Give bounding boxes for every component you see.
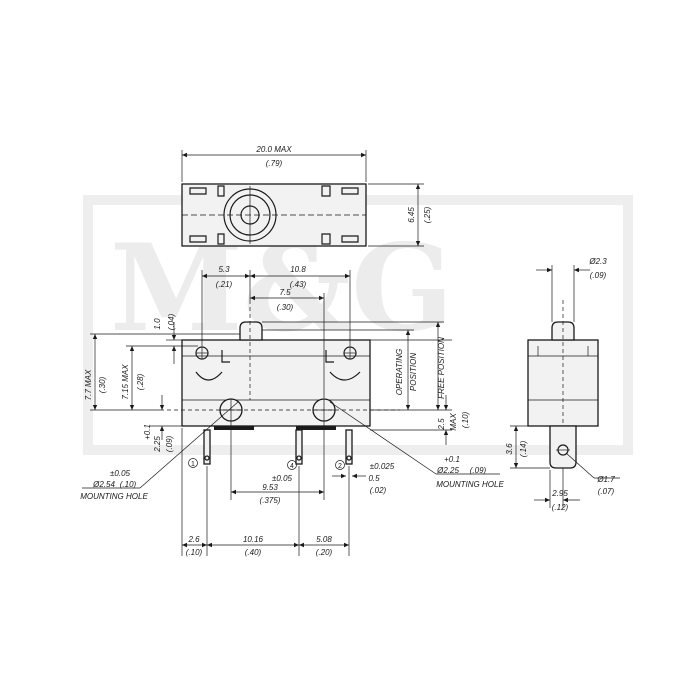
dim-2-6: 2.6 <box>187 535 200 544</box>
dim-10-8-in: (.43) <box>290 280 307 289</box>
dim-1-0-in: (.04) <box>167 313 176 330</box>
side-view-body <box>527 339 599 427</box>
dim-10-8: 10.8 <box>290 265 306 274</box>
tol-005-mid: ±0.05 <box>272 474 293 483</box>
dim-2-25-hole: Ø2.25 <box>436 466 459 475</box>
dim-1-7: Ø1.7 <box>596 475 615 484</box>
dim-2-25-hole-in: (.09) <box>470 466 487 475</box>
side-terminal-tab <box>549 425 577 469</box>
dim-9-53: 9.53 <box>262 483 278 492</box>
dim-1-0: 1.0 <box>153 318 162 330</box>
dim-7-7: 7.7 MAX <box>84 369 93 400</box>
dim-3-6: 3.6 <box>505 443 514 455</box>
operating-position-label-2: POSITION <box>409 353 418 391</box>
dim-5-3: 5.3 <box>218 265 230 274</box>
dim-0-5: 0.5 <box>368 474 380 483</box>
dim-depth-in: (.25) <box>423 206 432 223</box>
dim-2-6-in: (.10) <box>186 548 203 557</box>
dim-7-5: 7.5 <box>279 288 291 297</box>
dim-width-in: (.79) <box>266 159 283 168</box>
dim-width: 20.0 MAX <box>255 145 292 154</box>
front-view: 1 4 2 5.3 (.21) 10.8 (.43) 7.5 (.30) 1.0… <box>80 265 504 557</box>
dim-7-15: 7.15 MAX <box>121 364 130 400</box>
pin-label-4: 4 <box>290 463 294 470</box>
top-view: 20.0 MAX (.79) 6.45 (.25) <box>181 145 432 247</box>
dim-7-15-in: (.28) <box>136 373 145 390</box>
dim-7-5-in: (.30) <box>277 303 294 312</box>
tol-01-right: +0.1 <box>444 455 460 464</box>
pin-label-2: 2 <box>338 463 342 470</box>
dim-2-5-max: MAX <box>449 413 458 431</box>
tol-01-left: +0.1 <box>143 424 152 440</box>
terminal-4 <box>295 429 303 465</box>
dim-3-6-in: (.14) <box>519 440 528 457</box>
dim-5-3-in: (.21) <box>216 280 233 289</box>
side-view: Ø2.3 (.09) 3.6 (.14) Ø1.7 (.07) 2.95 (.1… <box>505 257 620 512</box>
operating-position-label-1: OPERATING <box>395 349 404 396</box>
dim-2-25: 2.25 <box>153 436 162 453</box>
terminal-1 <box>203 429 211 465</box>
dim-1-7-in: (.07) <box>598 487 615 496</box>
dim-2-5: 2.5 <box>437 418 446 431</box>
dim-10-16: 10.16 <box>243 535 264 544</box>
dim-2-95-in: (.12) <box>552 503 569 512</box>
dim-9-53-in: (.375) <box>260 496 281 505</box>
dim-2-3-in: (.09) <box>590 271 607 280</box>
dim-5-08-in: (.20) <box>316 548 333 557</box>
free-position-label: FREE POSITION <box>437 337 446 399</box>
dim-2-25-in: (.09) <box>165 435 174 452</box>
dim-2-5-in: (.10) <box>461 411 470 428</box>
dim-5-08: 5.08 <box>316 535 332 544</box>
dim-2-95: 2.95 <box>551 489 568 498</box>
pin-label-1: 1 <box>191 461 195 468</box>
dim-2-3: Ø2.3 <box>588 257 607 266</box>
dim-10-16-in: (.40) <box>245 548 262 557</box>
dim-2-54: Ø2.54 <box>92 480 115 489</box>
mounting-hole-right-label: MOUNTING HOLE <box>436 480 504 489</box>
tol-0025: ±0.025 <box>370 462 395 471</box>
mounting-hole-left-label: MOUNTING HOLE <box>80 492 148 501</box>
tol-005-left: ±0.05 <box>110 469 131 478</box>
dim-0-5-in: (.02) <box>370 486 387 495</box>
front-view-body <box>181 339 371 427</box>
actuator-plunger <box>239 321 263 341</box>
dim-7-7-in: (.30) <box>98 376 107 393</box>
dim-depth: 6.45 <box>407 207 416 223</box>
terminal-2 <box>345 429 353 465</box>
dim-2-54-in: (.10) <box>120 480 137 489</box>
